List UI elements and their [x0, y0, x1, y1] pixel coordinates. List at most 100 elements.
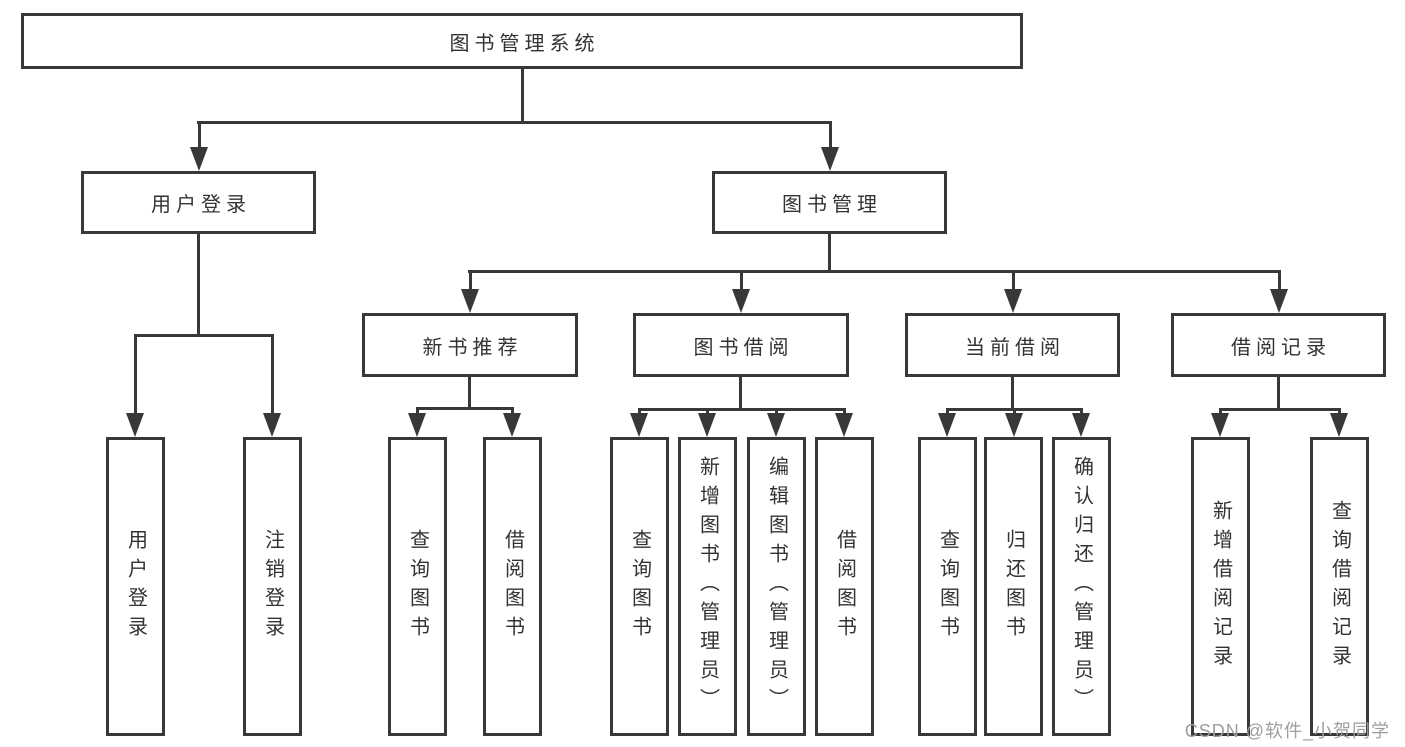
arrow-to-book-management: [821, 121, 839, 171]
node-label: 图书借阅: [693, 336, 794, 359]
leaf-label: 新增借阅记录: [1209, 499, 1232, 674]
arrow-down-icon: [835, 413, 853, 437]
arrow-stem: [468, 270, 472, 289]
arrow-down-icon: [630, 413, 648, 437]
connector-recommendation-stem: [468, 375, 471, 410]
arrow-down-icon: [1072, 413, 1090, 437]
arrow-stem: [415, 407, 419, 413]
node-current-borrowing: 当前借阅: [905, 313, 1120, 377]
arrow-down-icon: [126, 413, 144, 437]
leaf-edit-books-admin: 编辑图书（管理员）: [747, 437, 806, 736]
connector-user-login-bar: [134, 334, 274, 337]
leaf-label: 借阅图书: [501, 528, 524, 645]
leaf-label: 借阅图书: [833, 528, 856, 645]
watermark: CSDN @软件_小贺同学: [1184, 721, 1390, 741]
arrow-stem: [774, 408, 778, 413]
leaf-add-books-admin: 新增图书（管理员）: [678, 437, 737, 736]
arrow-stem: [739, 270, 743, 289]
leaf-label: 查询图书: [936, 528, 959, 645]
arrow-to-borrow-books-2: [835, 408, 853, 437]
arrow-down-icon: [461, 289, 479, 313]
connector-records-stem: [1277, 375, 1280, 411]
node-label: 借阅记录: [1231, 336, 1331, 359]
leaf-label: 查询图书: [628, 528, 651, 645]
arrow-to-borrow-books-1: [503, 407, 521, 437]
node-book-management: 图书管理: [712, 171, 947, 234]
connector-user-login-stem: [197, 232, 200, 337]
leaf-return-books: 归还图书: [984, 437, 1043, 736]
leaf-borrow-books-recommend: 借阅图书: [483, 437, 542, 736]
arrow-stem: [510, 407, 514, 413]
node-label: 图书管理: [782, 194, 882, 216]
node-label: 新书推荐: [422, 336, 523, 359]
leaf-label: 注销登录: [261, 528, 284, 645]
arrow-down-icon: [821, 147, 839, 171]
arrow-to-add-borrow-record: [1211, 408, 1229, 437]
arrow-to-leaf-logout: [263, 334, 281, 437]
arrow-down-icon: [1211, 413, 1229, 437]
arrow-to-query-borrow-record: [1330, 408, 1348, 437]
arrow-to-query-books-1: [408, 407, 426, 437]
arrow-down-icon: [698, 413, 716, 437]
leaf-query-books-recommend: 查询图书: [388, 437, 447, 736]
arrow-stem: [705, 408, 709, 413]
leaf-query-borrow-record: 查询借阅记录: [1310, 437, 1369, 736]
arrow-stem: [197, 121, 201, 147]
arrow-to-user-login: [190, 121, 208, 171]
leaf-logout: 注销登录: [243, 437, 302, 736]
leaf-borrow-books-borrowing: 借阅图书: [815, 437, 874, 736]
arrow-stem: [945, 408, 949, 413]
leaf-add-borrow-record: 新增借阅记录: [1191, 437, 1250, 736]
node-borrowing-records: 借阅记录: [1171, 313, 1386, 377]
arrow-to-leaf-user-login: [126, 334, 144, 437]
arrow-down-icon: [732, 289, 750, 313]
connector-root-bar: [197, 121, 831, 124]
arrow-stem: [1218, 408, 1222, 413]
connector-root-stem: [521, 66, 524, 122]
leaf-label: 确认归还（管理员）: [1070, 456, 1093, 717]
arrow-to-return-books: [1005, 408, 1023, 437]
arrow-stem: [637, 408, 641, 413]
leaf-query-books-borrowing: 查询图书: [610, 437, 669, 736]
arrow-to-edit-books: [767, 408, 785, 437]
arrow-stem: [1277, 270, 1281, 289]
arrow-down-icon: [938, 413, 956, 437]
connector-recommendation-bar: [416, 407, 514, 410]
leaf-user-login: 用户登录: [106, 437, 165, 736]
leaf-query-books-current: 查询图书: [918, 437, 977, 736]
arrow-down-icon: [1270, 289, 1288, 313]
arrow-to-confirm-return: [1072, 408, 1090, 437]
arrow-to-query-books-2: [630, 408, 648, 437]
arrow-stem: [1079, 408, 1083, 413]
arrow-stem: [1011, 270, 1015, 289]
arrow-to-add-books: [698, 408, 716, 437]
leaf-label: 查询借阅记录: [1328, 499, 1351, 674]
arrow-stem: [842, 408, 846, 413]
arrow-down-icon: [503, 413, 521, 437]
arrow-to-current-borrowing: [1004, 270, 1022, 313]
arrow-down-icon: [767, 413, 785, 437]
arrow-to-query-books-3: [938, 408, 956, 437]
connector-borrowing-bar: [638, 408, 846, 411]
leaf-label: 新增图书（管理员）: [696, 456, 719, 717]
arrow-stem: [1012, 408, 1016, 413]
arrow-stem: [270, 334, 274, 413]
connector-book-management-stem: [828, 232, 831, 273]
node-book-borrowing: 图书借阅: [633, 313, 849, 377]
connector-book-management-bar: [468, 270, 1280, 273]
node-user-login: 用户登录: [81, 171, 316, 234]
node-new-book-recommendation: 新书推荐: [362, 313, 578, 377]
connector-current-stem: [1011, 375, 1014, 411]
arrow-down-icon: [1005, 413, 1023, 437]
arrow-stem: [1337, 408, 1341, 413]
arrow-down-icon: [263, 413, 281, 437]
arrow-down-icon: [408, 413, 426, 437]
arrow-down-icon: [1004, 289, 1022, 313]
node-label: 当前借阅: [965, 336, 1065, 359]
connector-borrowing-stem: [739, 375, 742, 411]
node-label: 图书管理系统: [449, 32, 600, 55]
arrow-stem: [828, 121, 832, 147]
leaf-label: 查询图书: [406, 528, 429, 645]
leaf-confirm-return-admin: 确认归还（管理员）: [1052, 437, 1111, 736]
